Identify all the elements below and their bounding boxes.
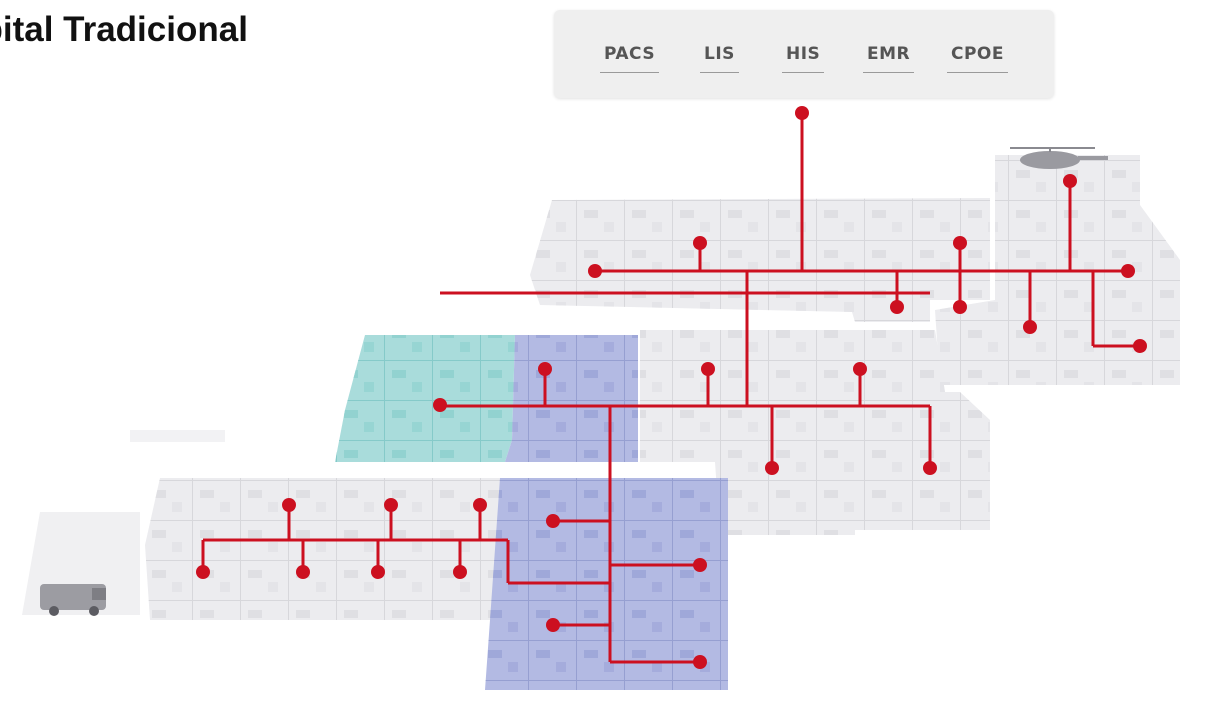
node xyxy=(890,300,904,314)
node xyxy=(282,498,296,512)
floor-wing-lower-left xyxy=(22,430,500,620)
node xyxy=(853,362,867,376)
information-systems-bar: PACS LIS HIS EMR CPOE xyxy=(554,10,1054,98)
system-label-cpoe: CPOE xyxy=(947,44,1008,73)
node xyxy=(765,461,779,475)
node xyxy=(588,264,602,278)
node-helipad xyxy=(1063,174,1077,188)
node xyxy=(693,655,707,669)
node xyxy=(953,236,967,250)
radiology-zone-upper xyxy=(505,335,638,462)
page-title: spital Tradicional xyxy=(0,10,248,49)
node xyxy=(371,565,385,579)
node xyxy=(693,558,707,572)
node xyxy=(196,565,210,579)
node xyxy=(453,565,467,579)
node xyxy=(473,498,487,512)
node xyxy=(923,461,937,475)
floor-wing-upper xyxy=(530,198,990,322)
node xyxy=(1133,339,1147,353)
node-lab xyxy=(433,398,447,412)
node xyxy=(546,514,560,528)
node xyxy=(384,498,398,512)
node xyxy=(546,618,560,632)
system-label-his: HIS xyxy=(781,44,825,73)
node-systems xyxy=(795,106,809,120)
node xyxy=(1023,320,1037,334)
network-nodes xyxy=(196,106,1147,669)
node xyxy=(538,362,552,376)
system-label-pacs: PACS xyxy=(599,44,660,73)
node xyxy=(296,565,310,579)
system-label-lis: LIS xyxy=(700,44,739,73)
node xyxy=(693,236,707,250)
system-label-emr: EMR xyxy=(862,44,915,73)
helicopter-icon xyxy=(1010,147,1108,169)
node xyxy=(1121,264,1135,278)
ambulance-icon xyxy=(40,584,106,616)
lab-zone xyxy=(335,335,515,462)
node xyxy=(701,362,715,376)
node xyxy=(953,300,967,314)
